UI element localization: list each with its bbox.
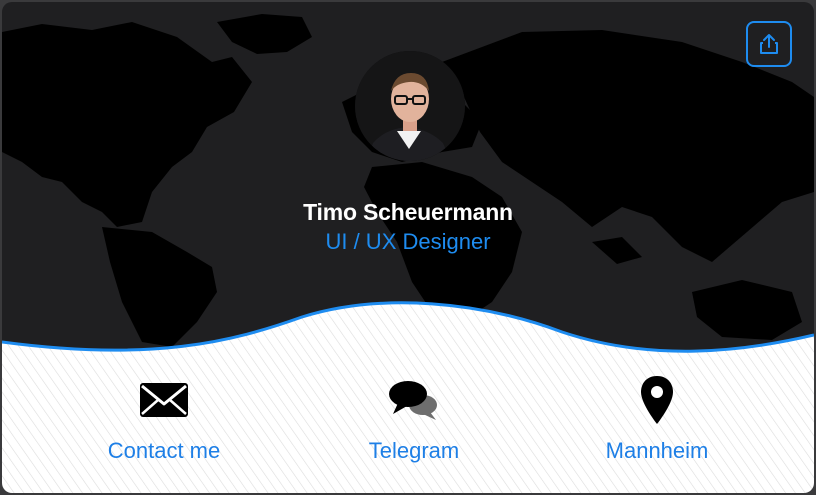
location-button[interactable]: Mannheim <box>537 372 777 464</box>
share-icon <box>760 34 778 54</box>
telegram-label: Telegram <box>368 438 460 463</box>
chat-bubbles-icon <box>389 381 437 420</box>
envelope-icon <box>140 383 188 417</box>
share-button[interactable] <box>746 21 792 67</box>
wave-accent <box>2 301 814 353</box>
contact-me-label: Contact me <box>107 438 221 463</box>
telegram-button[interactable]: Telegram <box>294 372 534 464</box>
avatar <box>355 51 465 161</box>
contact-me-button[interactable]: Contact me <box>44 372 284 464</box>
map-pin-icon <box>641 376 673 424</box>
profile-role: UI / UX Designer <box>325 229 491 254</box>
location-label: Mannheim <box>605 438 709 463</box>
profile-name: Timo Scheuermann <box>303 199 513 225</box>
